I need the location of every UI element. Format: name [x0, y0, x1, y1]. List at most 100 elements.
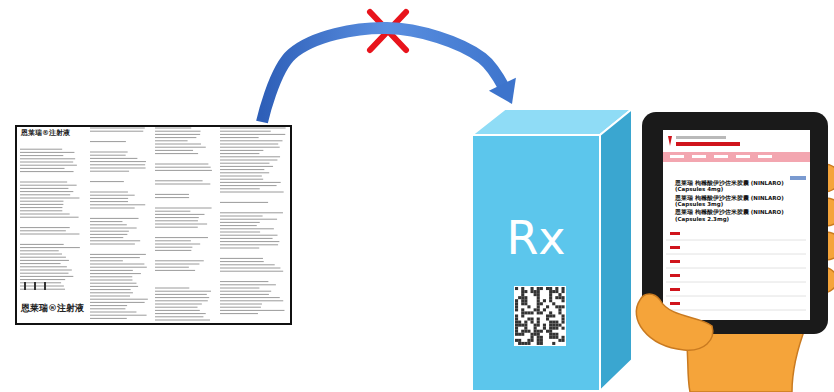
leaflet-line: [90, 152, 128, 153]
leaflet-line: [20, 217, 79, 218]
leaflet-line: [20, 168, 65, 169]
leaflet-line: [155, 237, 208, 238]
leaflet-line: [20, 191, 73, 192]
list-mark: [670, 260, 680, 263]
leaflet-line: [220, 284, 276, 285]
leaflet-line: [155, 307, 198, 308]
leaflet-line: [155, 194, 189, 195]
leaflet-line: [155, 260, 204, 261]
leaflet-line: [155, 304, 202, 305]
leaflet-line: [220, 182, 281, 183]
leaflet-line: [20, 273, 69, 274]
leaflet-line: [90, 286, 138, 287]
leaflet-line: [155, 240, 191, 241]
leaflet-title: 恩莱瑞®注射液: [21, 129, 70, 137]
leaflet-line: [155, 316, 203, 317]
leaflet-line: [220, 137, 259, 138]
leaflet-line: [90, 292, 133, 293]
leaflet-line: [20, 198, 79, 199]
leaflet-line: [220, 264, 275, 265]
leaflet-line: [220, 134, 285, 135]
leaflet-line: [20, 171, 74, 172]
leaflet-line: [20, 254, 62, 255]
leaflet-line: [90, 283, 136, 284]
leaflet-line: [90, 240, 140, 241]
leaflet-line: [20, 244, 64, 245]
leaflet-line: [90, 192, 128, 193]
leaflet-line: [20, 289, 65, 290]
leaflet-line: [220, 150, 263, 151]
leaflet-line: [20, 282, 61, 283]
tablet-screen: [663, 130, 810, 320]
leaflet-line: [155, 244, 200, 245]
leaflet-line: [155, 211, 190, 212]
leaflet-line: [90, 305, 127, 306]
leaflet-line: [220, 310, 284, 311]
leaflet-line: [220, 225, 257, 226]
leaflet-line: [155, 170, 212, 171]
leaflet-line: [20, 207, 62, 208]
leaflet-line: [90, 296, 130, 297]
list-mark: [670, 246, 680, 249]
list-divider: [666, 240, 806, 241]
leaflet-line: [90, 318, 127, 319]
list-mark: [670, 302, 680, 305]
leaflet-line: [220, 163, 269, 164]
leaflet-line: [90, 312, 136, 313]
leaflet-line: [155, 144, 201, 145]
leaflet-document: 恩莱瑞®注射液恩莱瑞®注射液: [15, 125, 292, 325]
leaflet-line: [155, 288, 189, 289]
leaflet-line: [90, 161, 146, 162]
barcode-mark: [24, 282, 26, 290]
leaflet-line: [220, 304, 262, 305]
barcode-mark: [34, 282, 36, 290]
leaflet-line: [20, 250, 59, 251]
leaflet-line: [220, 307, 261, 308]
leaflet-line: [220, 248, 259, 249]
leaflet-line: [90, 168, 146, 169]
leaflet-line: [220, 238, 273, 239]
leaflet-line: [20, 204, 63, 205]
leaflet-line: [90, 208, 135, 209]
leaflet-line: [20, 227, 70, 228]
leaflet-line: [220, 235, 278, 236]
rx-box: Rx: [472, 108, 633, 392]
leaflet-line: [155, 214, 205, 215]
leaflet-line: [90, 218, 139, 219]
list-mark: [670, 274, 680, 277]
leaflet-line: [220, 291, 271, 292]
leaflet-line: [20, 165, 77, 166]
leaflet-line: [155, 294, 207, 295]
leaflet-line: [20, 188, 68, 189]
leaflet-line: [90, 244, 135, 245]
leaflet-line: [90, 131, 143, 132]
leaflet-line: [155, 297, 209, 298]
leaflet-line: [220, 156, 280, 157]
product-line: 恩莱瑞 枸橼酸伊沙佐米胶囊 (NINLARO)(Capsules 4mg): [675, 180, 803, 193]
leaflet-line: [20, 194, 70, 195]
leaflet-line: [20, 214, 70, 215]
leaflet-line: [90, 289, 131, 290]
leaflet-line: [20, 201, 63, 202]
barcode-mark: [44, 282, 46, 290]
leaflet-line: [155, 300, 208, 301]
leaflet-line: [90, 264, 144, 265]
leaflet-line: [90, 158, 137, 159]
leaflet-line: [220, 185, 277, 186]
leaflet-line: [90, 237, 123, 238]
leaflet-line: [220, 222, 260, 223]
leaflet-line: [90, 204, 145, 205]
leaflet-line: [220, 188, 260, 189]
leaflet-line: [220, 176, 262, 177]
leaflet-line: [155, 227, 198, 228]
leaflet-line: [220, 288, 259, 289]
leaflet-line: [90, 228, 137, 229]
leaflet-line: [20, 266, 67, 267]
leaflet-line: [220, 131, 271, 132]
leaflet-line: [20, 152, 74, 153]
leaflet-line: [90, 267, 147, 268]
leaflet-line: [220, 228, 274, 229]
leaflet-line: [155, 131, 201, 132]
leaflet-line: [220, 172, 269, 173]
leaflet-line: [155, 220, 198, 221]
